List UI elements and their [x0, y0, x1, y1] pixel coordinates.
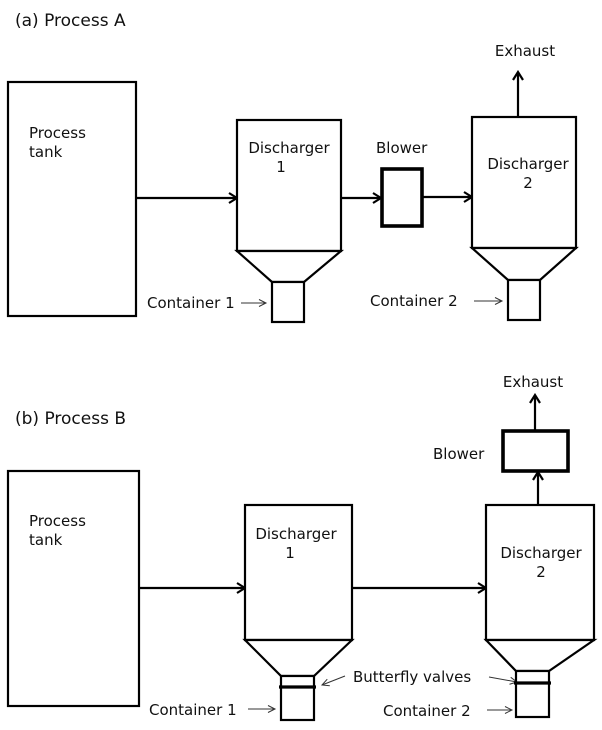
blower-box — [501, 429, 570, 473]
process-tank-label-line1: Process — [29, 512, 86, 530]
process-b-tank: Process tank — [6, 469, 141, 708]
process-a-discharger-1: Discharger 1 — [234, 118, 345, 324]
container-2-label: Container 2 — [383, 702, 471, 720]
blower-box — [380, 167, 424, 228]
discharger-2-label-line1: Discharger — [500, 544, 582, 562]
container-1-label: Container 1 — [147, 294, 235, 312]
discharger-1-label-line2: 1 — [276, 158, 286, 176]
process-a-blower: Blower — [376, 139, 428, 228]
process-tank-label-line2: tank — [29, 143, 63, 161]
blower-label: Blower — [376, 139, 428, 157]
discharger-2-label-line2: 2 — [523, 174, 533, 192]
discharger-2-hopper — [483, 638, 598, 673]
discharger-1-label-line2: 1 — [285, 544, 295, 562]
process-tank-box — [6, 80, 138, 318]
process-a: (a) Process A Process tank Discharger 1 … — [6, 11, 579, 324]
process-a-tank: Process tank — [6, 80, 138, 318]
discharger-2-label-line2: 2 — [536, 563, 546, 581]
exhaust-label: Exhaust — [495, 42, 555, 60]
process-b-discharger-1: Discharger 1 — [242, 503, 355, 722]
process-a-title: (a) Process A — [15, 11, 126, 31]
butterfly-valves-label: Butterfly valves — [353, 668, 471, 686]
discharger-1-hopper — [242, 638, 355, 678]
container-2-box — [506, 278, 542, 322]
process-a-discharger-2: Discharger 2 — [469, 115, 579, 322]
container-1-box — [270, 280, 306, 324]
blower-label: Blower — [433, 445, 485, 463]
discharger-2-hopper — [469, 246, 579, 282]
container-1-box — [279, 674, 316, 722]
discharger-1-label-line1: Discharger — [248, 139, 330, 157]
butterfly-valve-2-pointer — [488, 676, 519, 685]
container-2-box — [514, 669, 551, 719]
container-2-label: Container 2 — [370, 292, 458, 310]
process-tank-box — [6, 469, 141, 708]
process-tank-label-line2: tank — [29, 531, 63, 549]
process-b: (b) Process B Process tank Discharger 1 … — [6, 373, 598, 722]
process-b-blower: Blower — [433, 429, 570, 473]
discharger-1-label-line1: Discharger — [255, 525, 337, 543]
discharger-1-hopper — [234, 249, 345, 284]
butterfly-valve-1-pointer — [320, 675, 346, 687]
process-b-discharger-2: Discharger 2 — [483, 503, 598, 719]
process-tank-label-line1: Process — [29, 124, 86, 142]
discharger-1-body — [243, 503, 354, 642]
discharger-2-body — [484, 503, 596, 642]
exhaust-label: Exhaust — [503, 373, 563, 391]
discharger-2-label-line1: Discharger — [487, 155, 569, 173]
process-b-title: (b) Process B — [15, 409, 126, 429]
container-1-label: Container 1 — [149, 701, 237, 719]
